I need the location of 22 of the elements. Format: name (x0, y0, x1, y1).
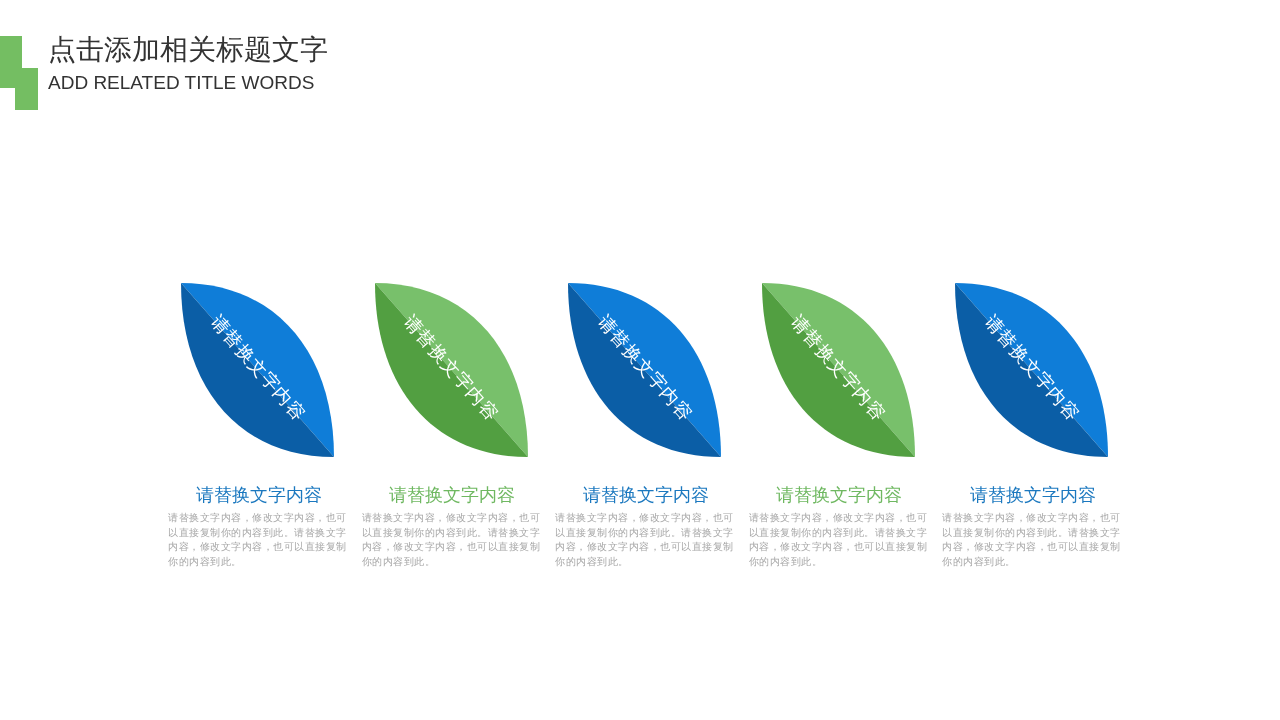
description-text: 请替换文字内容，修改文字内容，也可以直接复制你的内容到此。请替换文字内容，修改文字内容，也可以直接复制你的内容到此。 (555, 511, 735, 569)
leaf-label: 请替换文字内容 (205, 310, 310, 426)
caption-heading: 请替换文字内容 (194, 484, 323, 506)
leaf-label: 请替换文字内容 (592, 310, 697, 426)
leaf-shape (568, 283, 721, 457)
description-text: 请替换文字内容，修改文字内容，也可以直接复制你的内容到此。请替换文字内容，修改文字内容，也可以直接复制你的内容到此。 (748, 511, 928, 569)
caption-heading: 请替换文字内容 (581, 484, 710, 506)
leaf-shape (374, 283, 528, 457)
caption-heading: 请替换文字内容 (388, 484, 516, 506)
caption-heading: 请替换文字内容 (968, 484, 1097, 506)
slide-title: 点击添加相关标题文字 (48, 33, 328, 67)
description-text: 请替换文字内容，修改文字内容，也可以直接复制你的内容到此。请替换文字内容，修改文字内容，也可以直接复制你的内容到此。 (168, 511, 348, 569)
description-text: 请替换文字内容，修改文字内容，也可以直接复制你的内容到此。请替换文字内容，修改文字内容，也可以直接复制你的内容到此。 (361, 511, 541, 569)
slide-subtitle: ADD RELATED TITLE WORDS (48, 71, 315, 95)
leaf-label: 请替换文字内容 (979, 310, 1084, 426)
leaf-label: 请替换文字内容 (785, 310, 891, 426)
description-text: 请替换文字内容，修改文字内容，也可以直接复制你的内容到此。请替换文字内容，修改文字内容，也可以直接复制你的内容到此。 (942, 511, 1122, 569)
leaf-shape (181, 283, 334, 457)
leaf-label: 请替换文字内容 (398, 310, 504, 426)
leaf-shape (955, 283, 1108, 457)
caption-heading: 请替换文字内容 (775, 484, 903, 506)
leaf-shape (761, 283, 915, 457)
